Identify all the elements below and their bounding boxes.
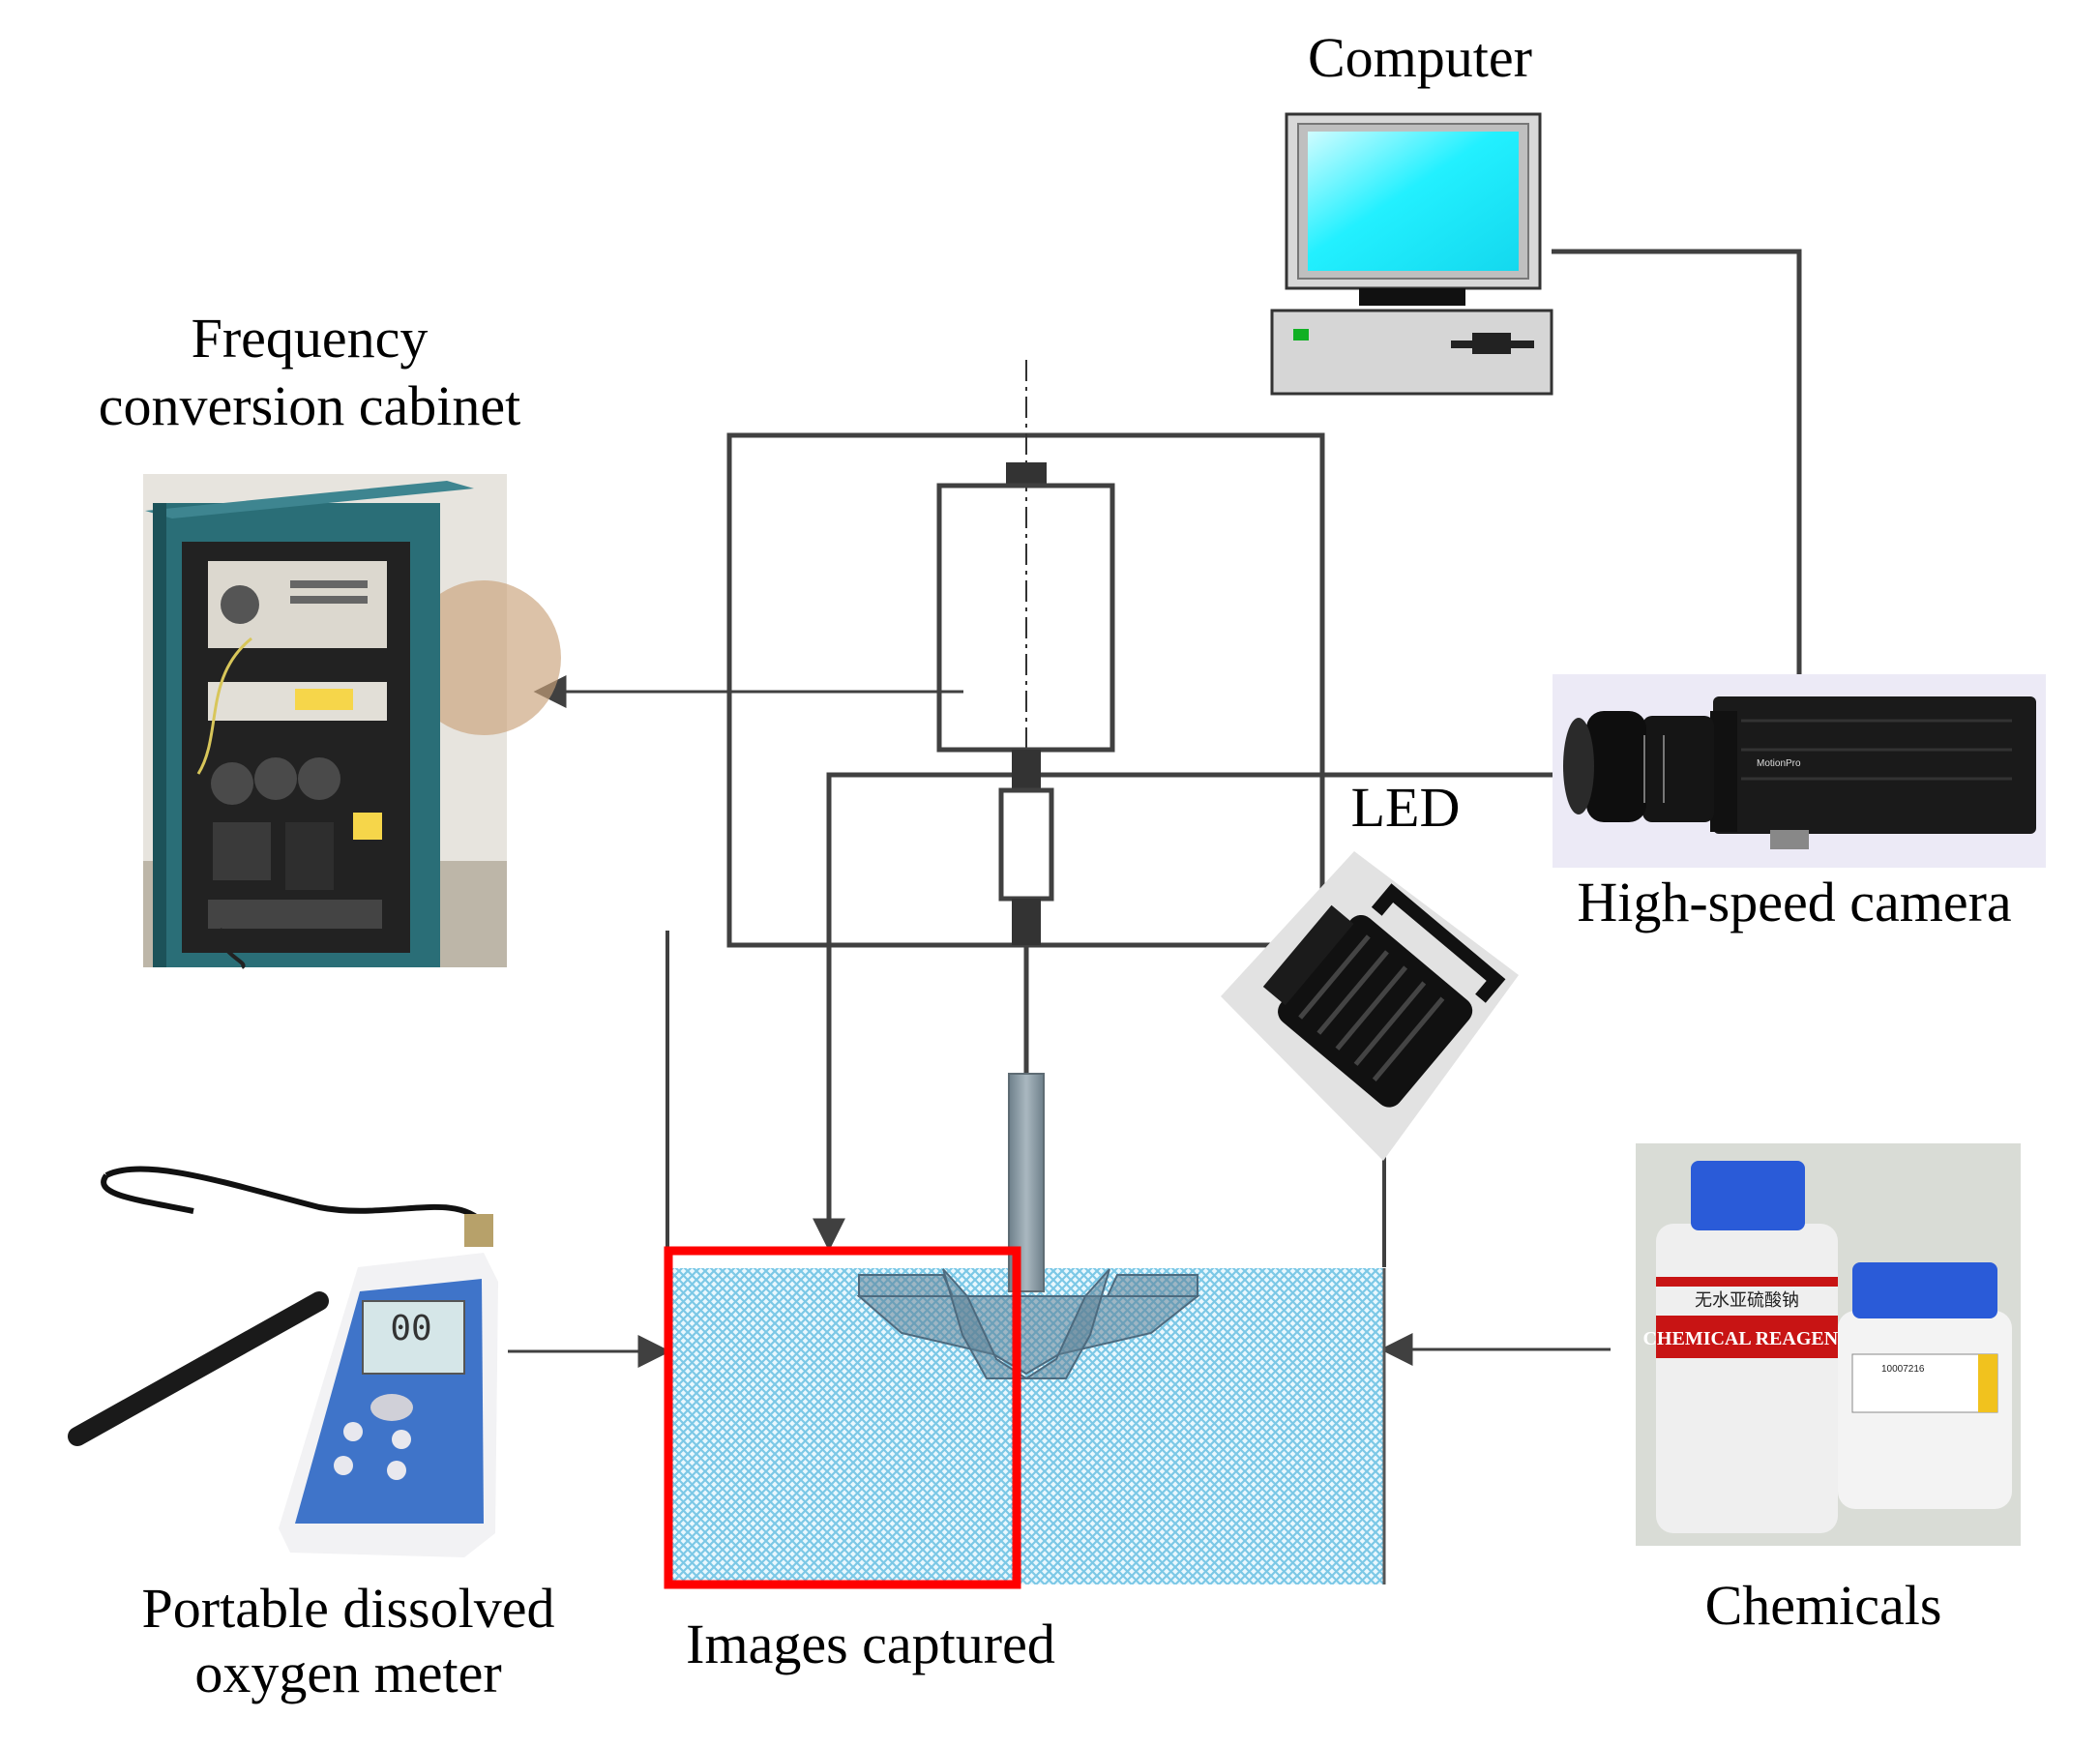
camera-brand-text: MotionPro [1757, 758, 1801, 769]
meter-display [362, 1300, 465, 1375]
water-tank [664, 1073, 1386, 1589]
led-label: LED [1350, 776, 1461, 839]
images-captured-frame [664, 1246, 1021, 1589]
camera-view-line [813, 772, 1553, 1252]
computer-screen [1308, 132, 1519, 271]
chemicals-label: Chemicals [1704, 1574, 1942, 1637]
stirrer-rig [665, 360, 1386, 1267]
camera-label: High-speed camera [1577, 871, 2012, 933]
chem-small-code: 10007216 [1881, 1364, 1925, 1375]
cabinet-label-line2: conversion cabinet [98, 374, 521, 437]
computer-label: Computer [1308, 26, 1532, 89]
impeller-icon [856, 1268, 1200, 1379]
oxygen-meter-photo: 00 [68, 1166, 498, 1557]
chem-large-cn: 无水亚硫酸钠 [1695, 1290, 1799, 1311]
meter-label-line1: Portable dissolved [141, 1577, 555, 1640]
signal-lines [508, 249, 1802, 1368]
computer-icon [1270, 112, 1553, 396]
coupling-top [1012, 750, 1041, 790]
coupling-bottom [1012, 899, 1041, 945]
images-captured-label: Images captured [686, 1613, 1055, 1675]
high-speed-camera-photo: MotionPro [1553, 674, 2046, 868]
large-bottle [1656, 1224, 1838, 1533]
meter-label-line2: oxygen meter [194, 1642, 502, 1704]
cabinet-label-line1: Frequency [191, 307, 429, 370]
torque-sensor [998, 787, 1054, 902]
camera-to-computer-cable [1552, 249, 1802, 674]
chem-large-en: CHEMICAL REAGENT [1642, 1328, 1851, 1349]
meter-display-value: 00 [390, 1309, 431, 1348]
chemicals-photo: 无水亚硫酸钠 CHEMICAL REAGENT 10007216 [1636, 1143, 2021, 1546]
led-light-photo [1221, 851, 1519, 1161]
frequency-cabinet-photo [143, 474, 561, 969]
